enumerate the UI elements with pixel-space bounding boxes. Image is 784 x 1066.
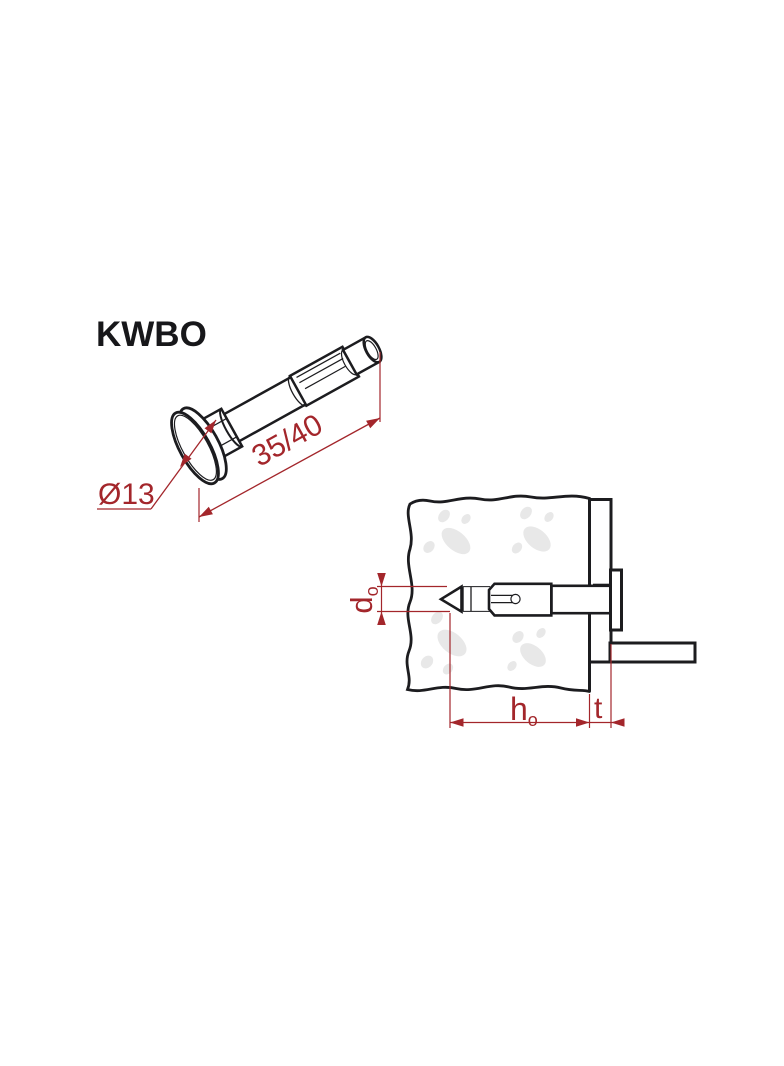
dimension-arrow	[450, 718, 464, 727]
aggregate-blob	[520, 506, 532, 520]
dim-hole-diameter: do	[344, 573, 450, 625]
aggregate-blob	[420, 655, 434, 669]
dim-thickness-label: t	[594, 692, 603, 725]
iso-head-face-inner	[173, 414, 217, 481]
dim-hole-diameter-label: do	[344, 586, 382, 613]
iso-sleeve-slit	[304, 365, 346, 390]
aggregate-blob	[536, 628, 546, 638]
dimension-line	[198, 417, 381, 518]
aggregate-blob	[431, 611, 443, 625]
dim-diameter-label: Ø13	[98, 478, 155, 511]
fixture-plate	[588, 498, 613, 664]
iso-anchor-body	[170, 335, 383, 486]
dimension-arrow	[576, 718, 590, 727]
section-anchor-head	[609, 568, 623, 632]
iso-cap-boundary-arc	[340, 349, 357, 376]
aggregate-blob	[461, 514, 471, 524]
dimension-arrow	[377, 573, 386, 587]
aggregate-blob	[511, 542, 523, 554]
aggregate-blobs	[420, 506, 554, 675]
aggregate-blob	[438, 509, 450, 523]
iso-dim-diameter: Ø13	[97, 417, 220, 511]
bracket-arm	[608, 641, 697, 664]
aggregate-blob	[523, 526, 551, 552]
wall-outline	[405, 494, 591, 693]
product-code-title: KWBO	[96, 315, 207, 354]
section-anchor-body	[550, 584, 613, 615]
iso-tip-end-face	[362, 335, 383, 364]
section-view: do ho t	[344, 494, 697, 730]
sleeve-slot-end-circle	[510, 593, 521, 605]
iso-tip-end-rim	[364, 340, 379, 361]
iso-hex-boundary-arc	[219, 407, 243, 448]
iso-anchor-view: Ø13 35/40	[97, 335, 383, 522]
dim-depth-label: ho	[510, 691, 538, 730]
aggregate-blob	[441, 527, 471, 555]
aggregate-blob	[512, 631, 524, 643]
iso-sleeve-slit	[299, 357, 344, 384]
aggregate-blob	[544, 512, 554, 522]
iso-sleeve-slit	[296, 352, 341, 378]
aggregate-blob	[423, 541, 435, 553]
aggregate-blob	[437, 629, 467, 657]
aggregate-blob	[520, 643, 546, 667]
aggregate-blob	[507, 661, 517, 671]
dim-depth-and-thickness: ho t	[449, 613, 625, 730]
dimension-arrow	[611, 718, 625, 727]
iso-sleeve-boundary-arc	[287, 375, 307, 407]
